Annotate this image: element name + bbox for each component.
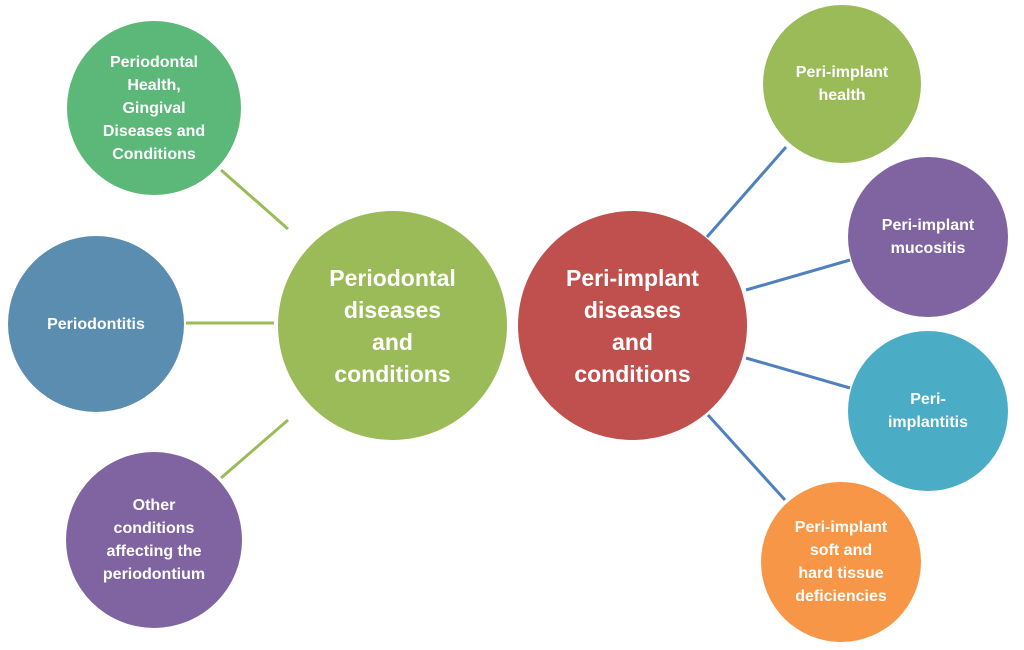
peri-implant-health-node: Peri-implant health bbox=[763, 5, 921, 163]
periodontitis-node: Periodontitis bbox=[8, 236, 184, 412]
peri-implant-diseases-node: Peri-implant diseases and conditions bbox=[518, 211, 747, 440]
peri-implantitis-node: Peri- implantitis bbox=[848, 331, 1008, 491]
connector-pi-health bbox=[705, 146, 788, 238]
periodontal-diseases-label: Periodontal diseases and conditions bbox=[329, 264, 456, 387]
connector-pi-deficiency bbox=[706, 413, 787, 502]
connector-pi-itis bbox=[745, 356, 851, 390]
periodontitis-label: Periodontitis bbox=[47, 315, 145, 333]
peri-implant-mucositis-node: Peri-implant mucositis bbox=[848, 157, 1008, 317]
periodontal-diseases-node: Periodontal diseases and conditions bbox=[278, 211, 507, 440]
connector-other bbox=[220, 418, 289, 480]
other-conditions-node: Other conditions affecting the periodont… bbox=[66, 452, 242, 628]
connector-health bbox=[220, 168, 289, 231]
peri-implant-diseases-label: Peri-implant diseases and conditions bbox=[566, 264, 699, 387]
periodontal-health-node: Periodontal Health, Gingival Diseases an… bbox=[67, 21, 241, 195]
tissue-deficiencies-node: Peri-implant soft and hard tissue defici… bbox=[761, 482, 921, 642]
tissue-deficiencies-label: Peri-implant soft and hard tissue defici… bbox=[794, 519, 888, 605]
peri-implant-health-label: Peri-implant health bbox=[795, 64, 889, 104]
peri-implantitis-label: Peri- implantitis bbox=[887, 391, 968, 431]
connector-pi-mucositis bbox=[745, 258, 851, 292]
other-conditions-label: Other conditions affecting the periodont… bbox=[102, 497, 206, 583]
peri-implant-mucositis-label: Peri-implant mucositis bbox=[881, 217, 975, 257]
periodontal-health-label: Periodontal Health, Gingival Diseases an… bbox=[102, 53, 206, 163]
